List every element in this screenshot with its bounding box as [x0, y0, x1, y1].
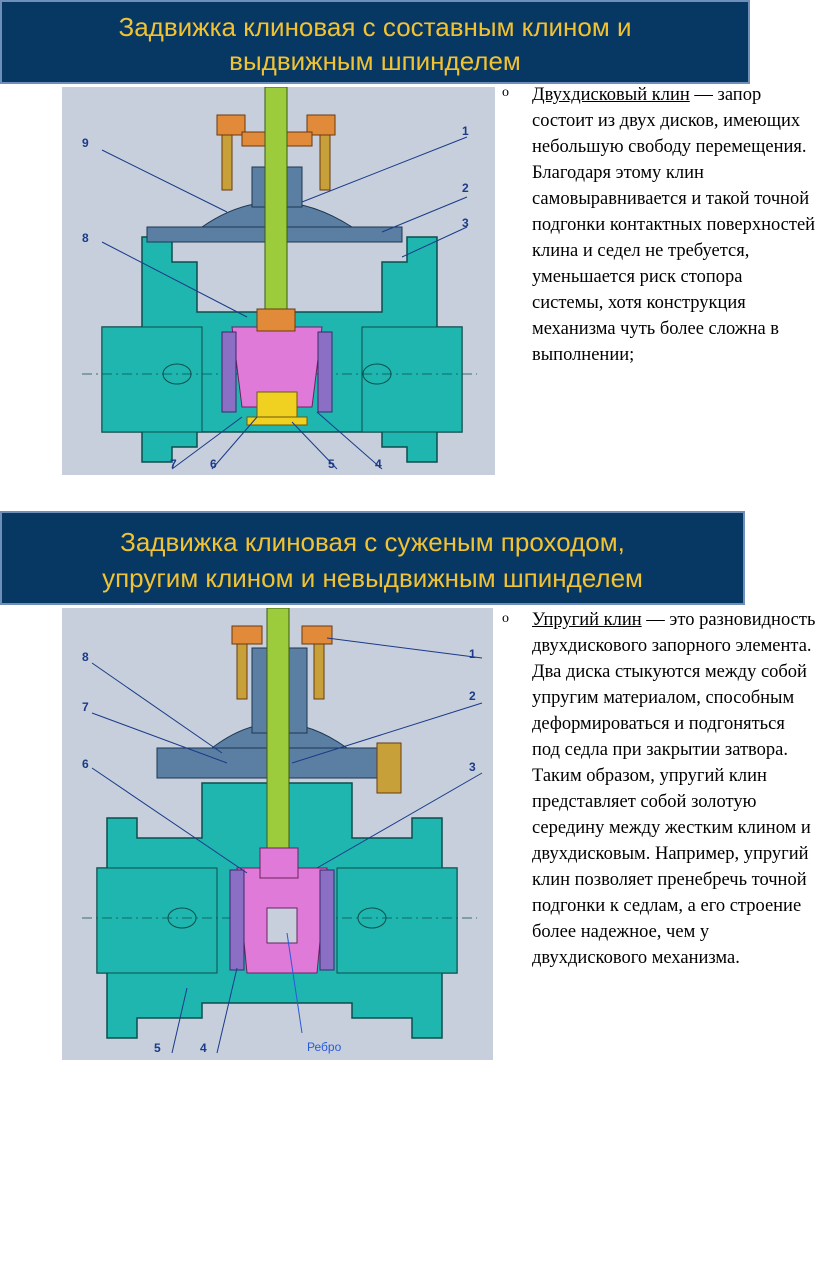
fig1-callout-3: 3	[462, 216, 469, 230]
section1-title-banner: Задвижка клиновая с составным клином и в…	[0, 0, 750, 84]
fig2-callout-6: 6	[82, 757, 89, 771]
section2-term: Упругий клин	[532, 610, 642, 630]
bullet-marker-2: o	[502, 611, 509, 626]
fig2-callout-1: 1	[469, 647, 476, 661]
fig1-callout-2: 2	[462, 181, 469, 195]
fig2-callout-4: 4	[200, 1041, 207, 1055]
fig2-callout-3: 3	[469, 760, 476, 774]
section1-description: Двухдисковый клин — запор состоит из дву…	[532, 82, 816, 368]
valve-diagram-2: 8 7 6 1 2 3 5 4 Ребро	[62, 607, 493, 1060]
section2-title-line2: упругим клином и невыдвижным шпинделем	[102, 563, 643, 593]
fig2-callout-7: 7	[82, 700, 89, 714]
section2-text: — это разновидность двухдискового запорн…	[532, 610, 816, 968]
fig2-callout-2: 2	[469, 689, 476, 703]
valve-diagram-1: 9 8 1 2 3 7 6 5 4	[62, 86, 495, 475]
fig2-rib-label: Ребро	[307, 1040, 342, 1054]
fig2-callout-5: 5	[154, 1041, 161, 1055]
fig1-callout-5: 5	[328, 457, 335, 471]
section1-title-line1: Задвижка клиновая с составным клином и	[118, 12, 632, 42]
fig1-callout-9: 9	[82, 136, 89, 150]
section1-text: — запор состоит из двух дисков, имеющих …	[532, 85, 816, 365]
fig1-callout-4: 4	[375, 457, 382, 471]
section2-title-line1: Задвижка клиновая с суженым проходом,	[120, 527, 625, 557]
section2-title-banner: Задвижка клиновая с суженым проходом, уп…	[0, 511, 745, 605]
fig1-callout-8: 8	[82, 231, 89, 245]
section1-term: Двухдисковый клин	[532, 85, 690, 105]
fig1-callout-6: 6	[210, 457, 217, 471]
fig1-callout-7: 7	[170, 457, 177, 471]
fig2-callout-8: 8	[82, 650, 89, 664]
bullet-marker-1: o	[502, 85, 509, 100]
valve-diagram-1-svg: 9 8 1 2 3 7 6 5 4	[82, 86, 477, 471]
fig1-callout-1: 1	[462, 124, 469, 138]
section1-title-line2: выдвижным шпинделем	[229, 46, 521, 76]
section2-description: Упругий клин — это разновидность двухдис…	[532, 607, 816, 971]
valve-diagram-2-svg: 8 7 6 1 2 3 5 4 Ребро	[82, 607, 483, 1055]
